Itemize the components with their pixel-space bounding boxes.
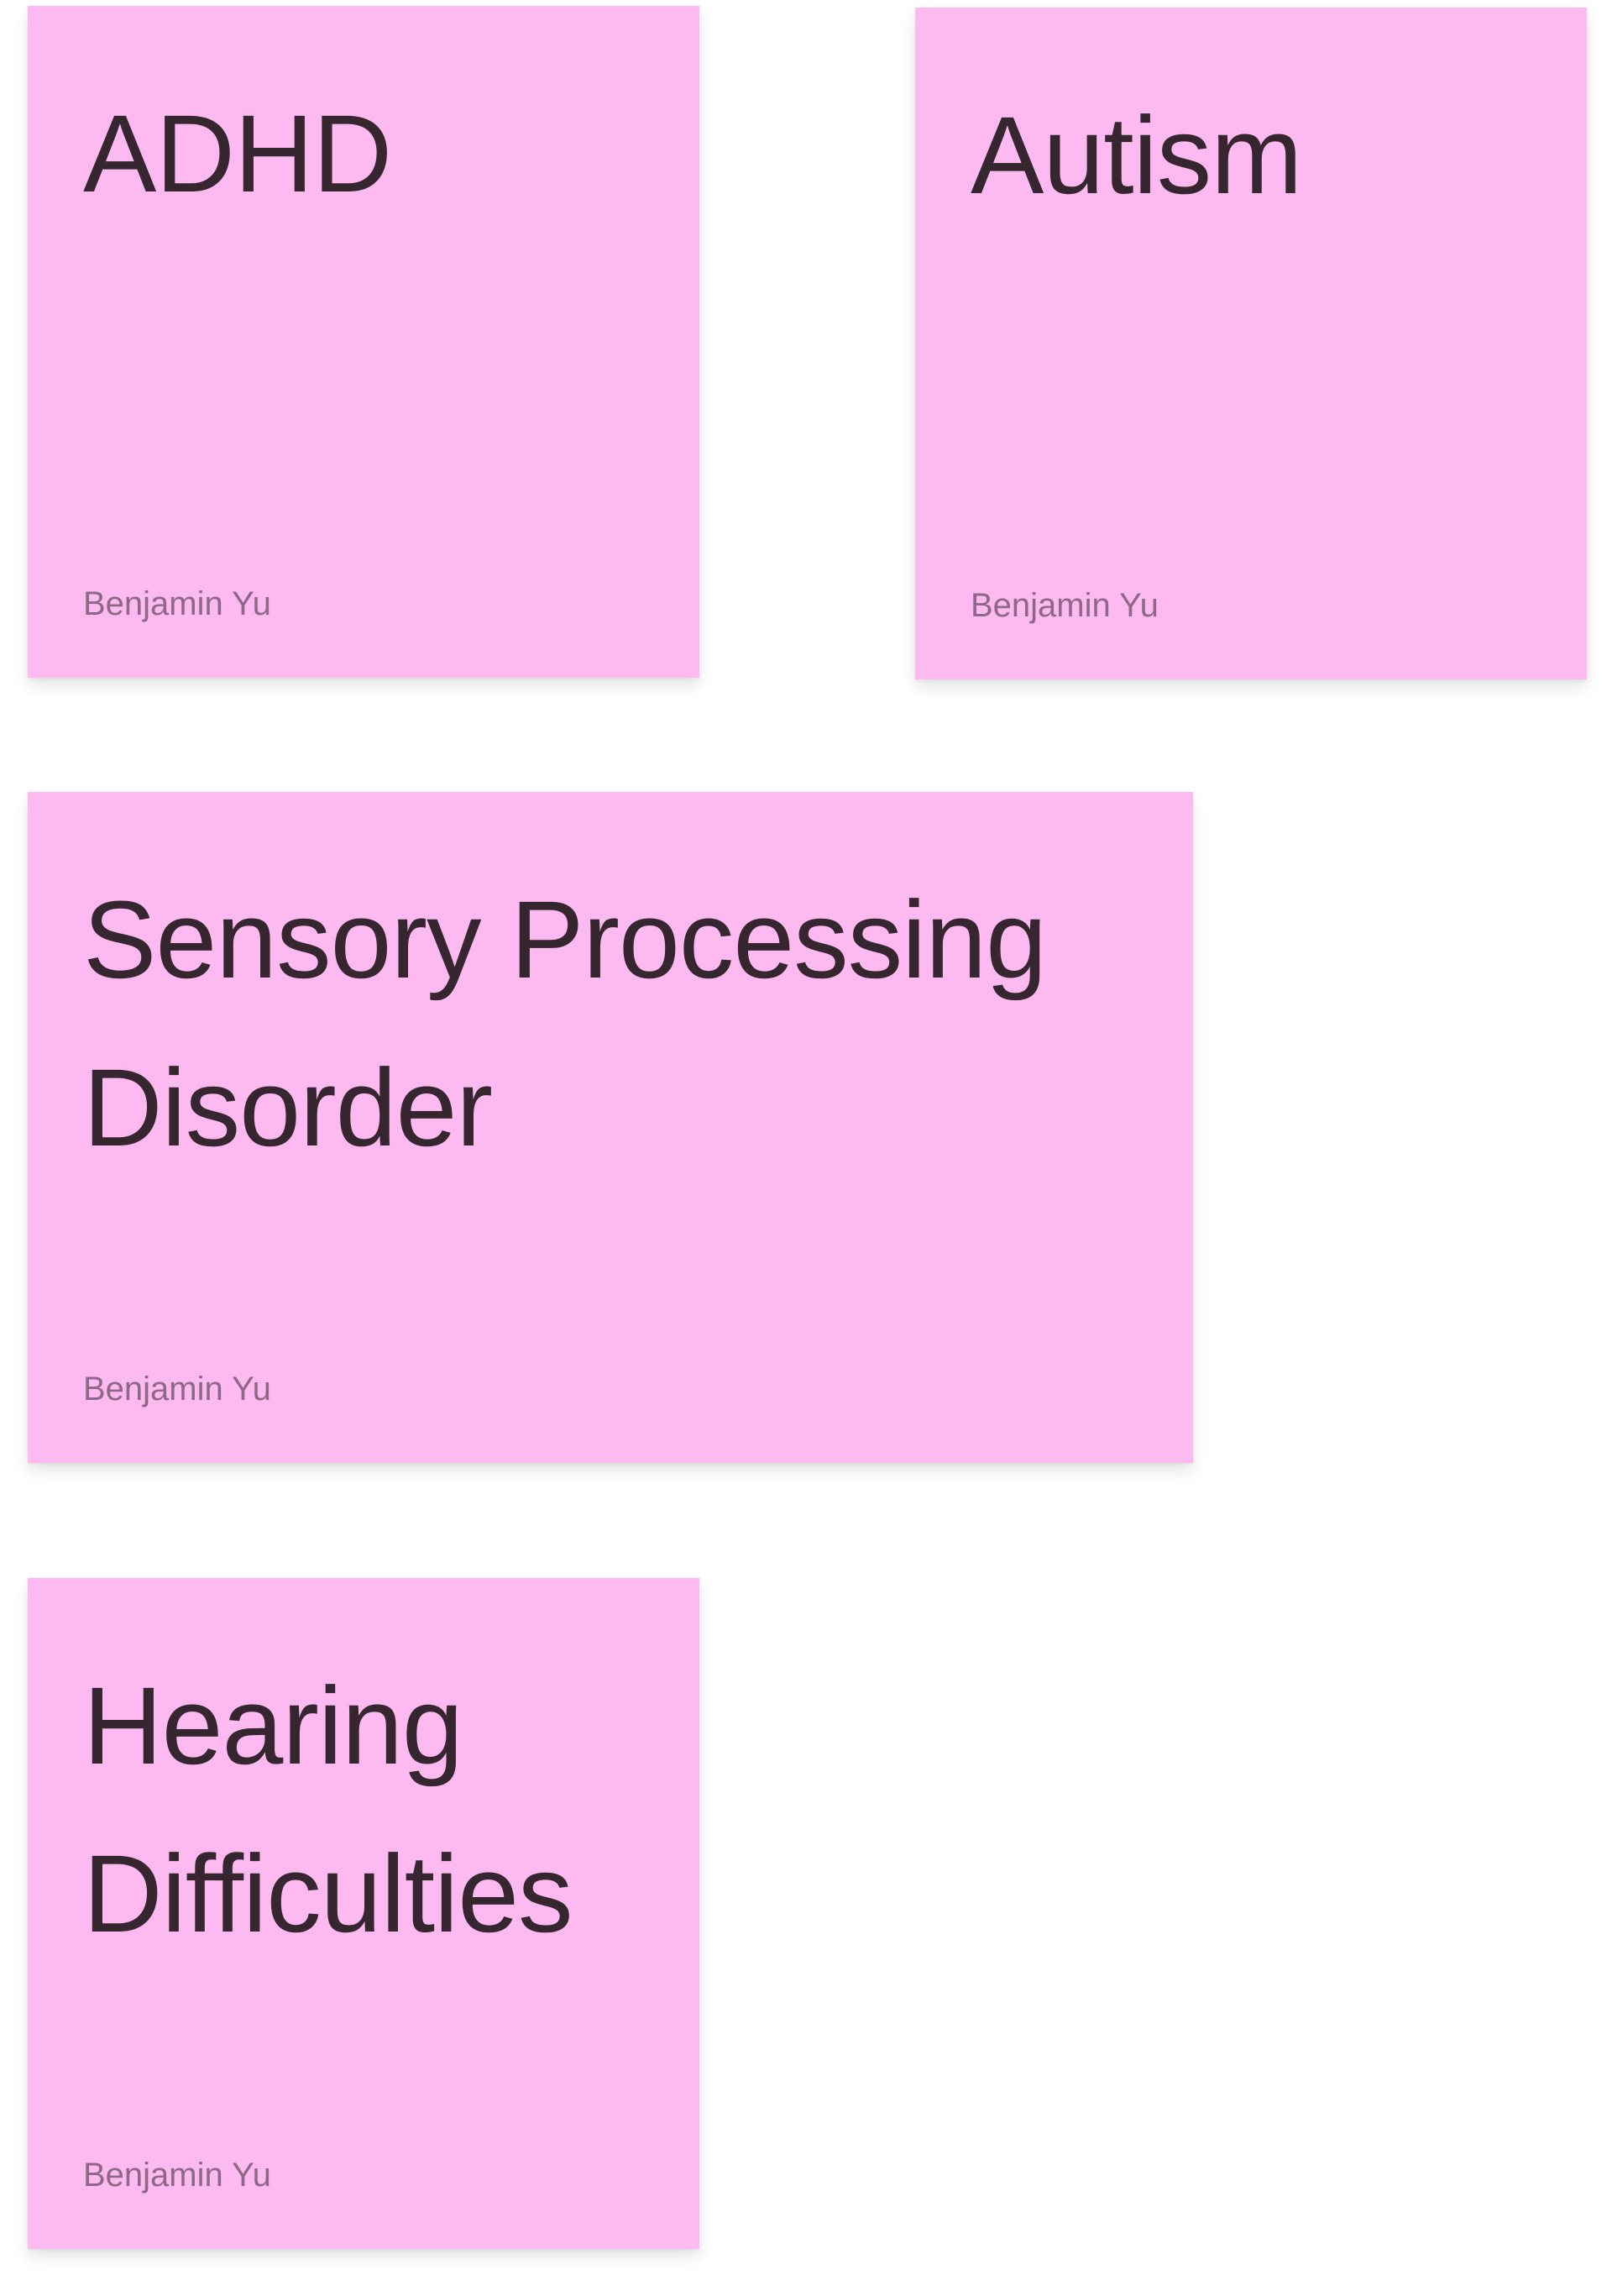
sticky-note-title: Autism — [971, 93, 1302, 217]
sticky-note[interactable]: ADHD Benjamin Yu — [28, 6, 699, 678]
sticky-note-title: Hearing Difficulties — [83, 1664, 573, 1955]
sticky-note-author: Benjamin Yu — [971, 587, 1159, 624]
sticky-note-title: ADHD — [83, 92, 392, 215]
sticky-note[interactable]: Autism Benjamin Yu — [915, 8, 1587, 679]
sticky-note[interactable]: Hearing Difficulties Benjamin Yu — [28, 1578, 699, 2249]
sticky-note-author: Benjamin Yu — [83, 585, 271, 622]
sticky-note[interactable]: Sensory Processing Disorder Benjamin Yu — [28, 792, 1193, 1463]
sticky-note-title: Sensory Processing Disorder — [83, 878, 1047, 1169]
sticky-note-author: Benjamin Yu — [83, 2157, 271, 2194]
sticky-note-author: Benjamin Yu — [83, 1371, 271, 1407]
